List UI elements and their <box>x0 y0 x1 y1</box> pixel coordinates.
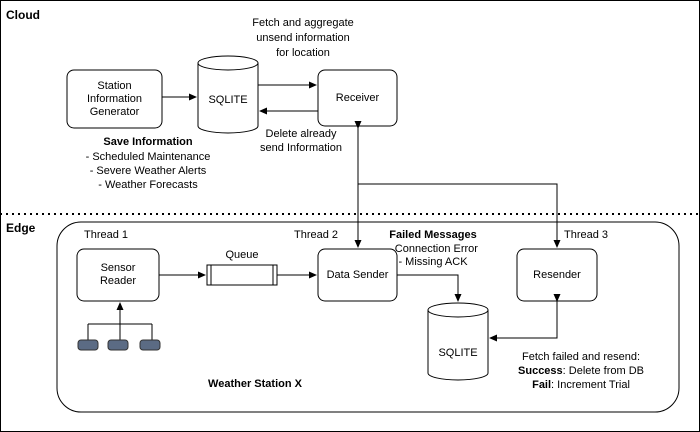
edge-region-label: Edge <box>6 221 36 235</box>
sensor-node <box>139 339 161 351</box>
generator-box <box>66 69 163 129</box>
success-text: : Delete from DB <box>562 365 644 377</box>
fetch-note-line-2: unsend information <box>256 32 350 44</box>
fetch-note-line-1: Fetch and aggregate <box>252 17 354 29</box>
delete-note-line-1: Delete already <box>265 128 337 140</box>
failed-messages-title: Failed Messages <box>389 229 477 241</box>
cloud-region-label: Cloud <box>6 8 40 22</box>
weather-station-container <box>56 221 680 413</box>
fetch-note-line-3: for location <box>276 47 330 59</box>
receiver-label: Receiver <box>335 91 380 104</box>
save-item: - Weather Forecasts <box>98 179 198 191</box>
success-label: Success <box>518 365 563 377</box>
arrow-resender-edge-db <box>489 294 561 342</box>
sensor-reader-label: Sensor Reader <box>99 262 137 287</box>
resend-note-title: Fetch failed and resend: <box>521 351 641 363</box>
resend-note-fail: Fail: Increment Trial <box>500 379 662 392</box>
arrow-sender-to-edge-db <box>397 274 462 302</box>
data-sender-label: Data Sender <box>326 268 389 281</box>
save-information-title: Save Information <box>103 136 193 148</box>
queue-label: Queue <box>225 249 259 261</box>
cloud-db-cylinder <box>197 55 259 134</box>
arrow-receiver-to-resender <box>358 183 561 248</box>
thread-1-label: Thread 1 <box>84 229 129 241</box>
failed-item: - Connection Error <box>388 243 478 255</box>
failed-item: - Missing ACK <box>398 256 468 268</box>
cloud-db-label: SQLITE <box>208 93 248 106</box>
thread-2-label: Thread 2 <box>294 229 339 241</box>
save-item: - Scheduled Maintenance <box>85 151 211 163</box>
save-item: - Severe Weather Alerts <box>89 165 207 177</box>
weather-station-label: Weather Station X <box>208 378 302 390</box>
fail-label: Fail <box>532 379 552 391</box>
sensor-node <box>107 339 129 351</box>
edge-db-cylinder <box>427 302 489 381</box>
resender-label: Resender <box>533 268 581 281</box>
delete-note-line-2: send Information <box>260 142 342 154</box>
queue-shape <box>206 264 278 286</box>
resend-note-success: Success: Delete from DB <box>500 365 662 378</box>
edge-db-label: SQLITE <box>438 346 478 359</box>
sensor-node <box>77 339 99 351</box>
fail-text: : Increment Trial <box>551 379 630 391</box>
generator-label: Station Information Generator <box>86 79 143 118</box>
sensor-array <box>87 323 153 340</box>
thread-3-label: Thread 3 <box>564 229 609 241</box>
